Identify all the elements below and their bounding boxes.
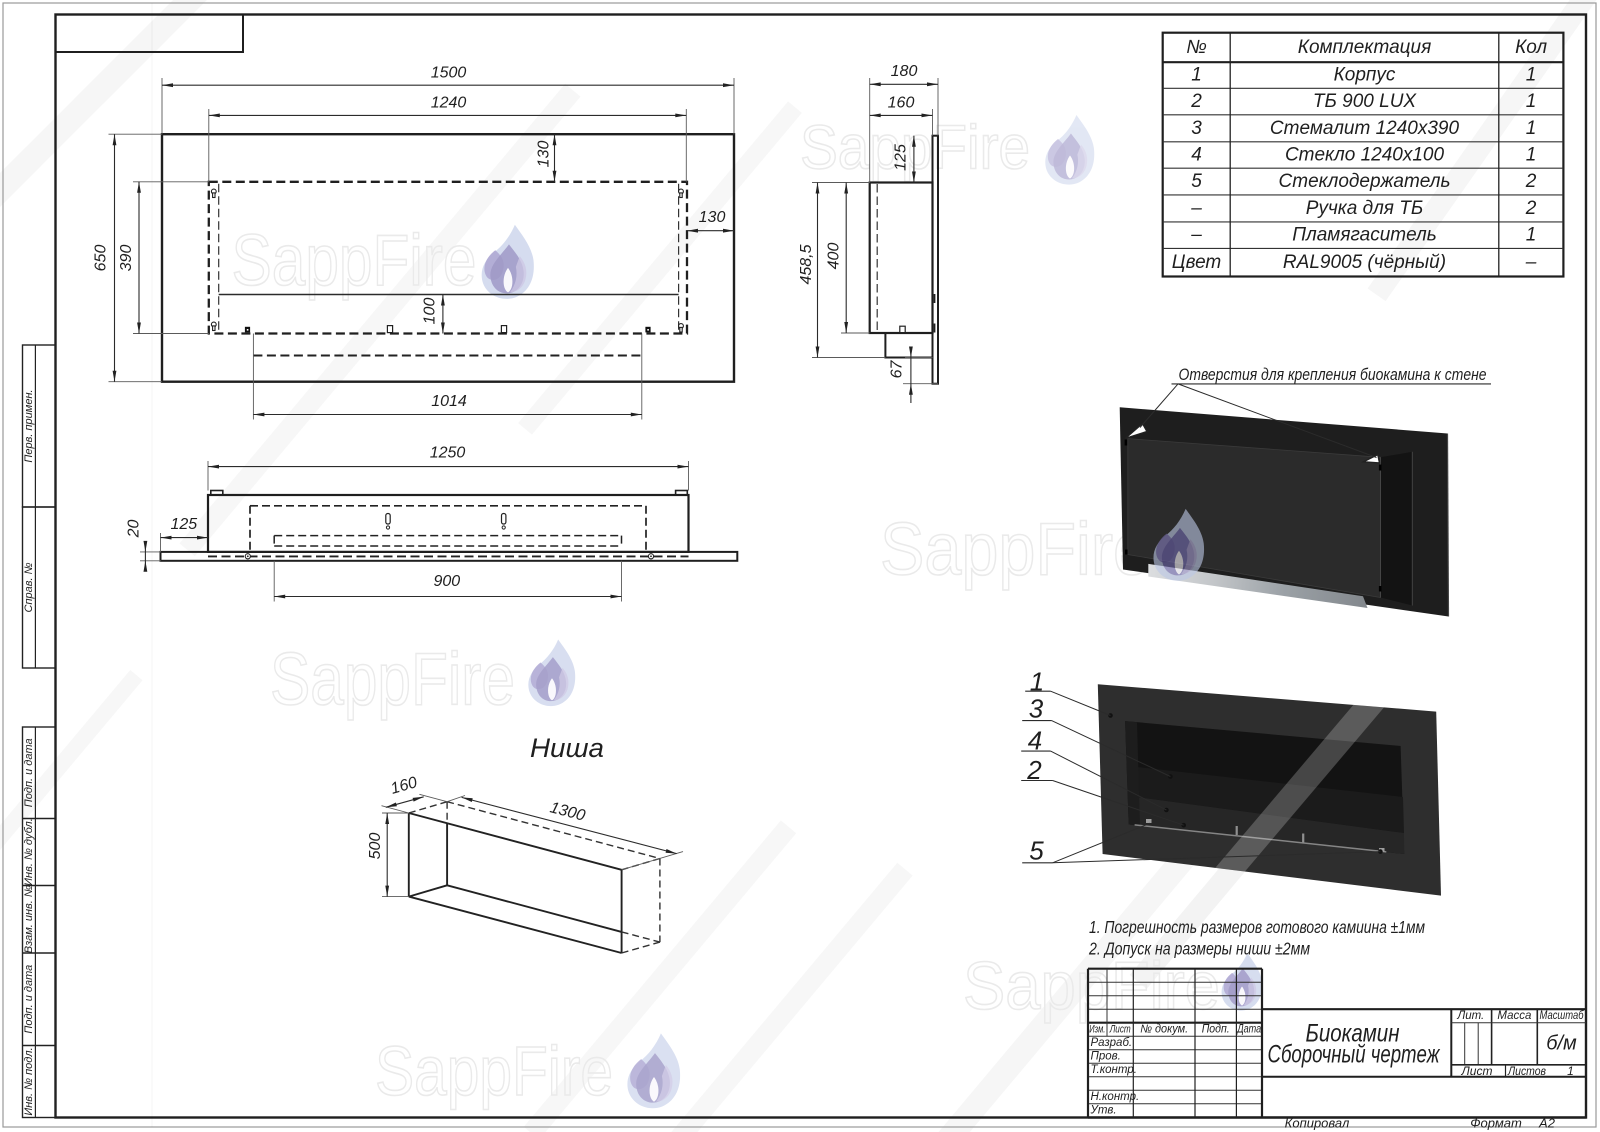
svg-text:Ручка для ТБ: Ручка для ТБ: [1306, 198, 1423, 219]
svg-text:–: –: [1190, 225, 1202, 246]
svg-text:1: 1: [1030, 667, 1044, 697]
svg-text:1: 1: [1526, 118, 1537, 139]
svg-text:Пров.: Пров.: [1091, 1051, 1121, 1063]
svg-text:650: 650: [93, 245, 110, 272]
svg-text:Разраб.: Разраб.: [1091, 1037, 1133, 1049]
svg-text:Изм.: Изм.: [1089, 1024, 1105, 1036]
svg-text:1. Погрешность размеров готово: 1. Погрешность размеров готового камиина…: [1089, 917, 1425, 937]
svg-text:Листов: Листов: [1507, 1064, 1546, 1078]
svg-text:SappFire: SappFire: [375, 1032, 613, 1110]
svg-text:458,5: 458,5: [798, 244, 815, 284]
svg-text:SappFire: SappFire: [963, 948, 1220, 1024]
svg-text:Утв.: Утв.: [1090, 1105, 1117, 1117]
svg-text:Масса: Масса: [1497, 1010, 1531, 1022]
svg-text:Лист: Лист: [1461, 1064, 1493, 1078]
svg-text:Стеклодержатель: Стеклодержатель: [1279, 171, 1451, 192]
svg-text:4: 4: [1028, 726, 1042, 756]
svg-text:1: 1: [1191, 65, 1202, 86]
svg-text:1: 1: [1567, 1064, 1574, 1078]
svg-text:500: 500: [367, 833, 384, 860]
svg-text:Биокамин: Биокамин: [1306, 1020, 1400, 1048]
svg-text:Подп.: Подп.: [1202, 1024, 1230, 1036]
svg-text:160: 160: [389, 774, 419, 798]
svg-text:1: 1: [1526, 91, 1537, 112]
svg-text:Взам. инв. №: Взам. инв. №: [23, 885, 35, 953]
svg-text:160: 160: [888, 95, 915, 112]
svg-text:№: №: [1186, 37, 1207, 58]
svg-text:3: 3: [1191, 118, 1202, 139]
svg-text:180: 180: [891, 63, 918, 80]
svg-text:Дата: Дата: [1236, 1024, 1262, 1036]
svg-text:2: 2: [1525, 171, 1537, 192]
svg-text:Комплектация: Комплектация: [1298, 37, 1431, 58]
svg-text:Цвет: Цвет: [1172, 252, 1222, 273]
svg-text:Копировал: Копировал: [1285, 1116, 1350, 1131]
svg-text:5: 5: [1029, 836, 1044, 866]
svg-text:ТБ 900 LUX: ТБ 900 LUX: [1313, 91, 1418, 112]
svg-text:67: 67: [889, 360, 906, 379]
svg-text:900: 900: [433, 573, 460, 590]
svg-text:400: 400: [826, 243, 843, 270]
svg-text:Лист: Лист: [1109, 1024, 1131, 1036]
svg-text:1: 1: [1526, 65, 1537, 86]
svg-text:Стекло 1240х100: Стекло 1240х100: [1285, 145, 1445, 166]
svg-text:130: 130: [699, 209, 726, 226]
svg-text:1240: 1240: [431, 95, 467, 112]
svg-text:–: –: [1525, 252, 1537, 273]
svg-text:20: 20: [126, 520, 143, 539]
svg-text:Отверстия для крепления биокам: Отверстия для крепления биокамина к стен…: [1179, 365, 1487, 384]
svg-text:Подп. и дата: Подп. и дата: [23, 738, 35, 807]
svg-text:SappFire: SappFire: [232, 221, 477, 301]
svg-text:Инв. № дубл.: Инв. № дубл.: [23, 818, 35, 886]
svg-text:RAL9005 (чёрный): RAL9005 (чёрный): [1283, 252, 1446, 273]
svg-text:Формат: Формат: [1470, 1116, 1522, 1131]
svg-text:Н.контр.: Н.контр.: [1091, 1091, 1140, 1103]
svg-text:1500: 1500: [431, 65, 467, 82]
svg-text:5: 5: [1191, 171, 1202, 192]
svg-text:1: 1: [1526, 145, 1537, 166]
svg-text:№ докум.: № докум.: [1140, 1024, 1188, 1036]
svg-text:Т.контр.: Т.контр.: [1091, 1064, 1137, 1076]
svg-text:Кол: Кол: [1515, 37, 1547, 58]
svg-text:130: 130: [536, 141, 553, 168]
svg-text:Масштаб: Масштаб: [1540, 1010, 1584, 1022]
svg-text:Пламягаситель: Пламягаситель: [1292, 225, 1437, 246]
svg-text:125: 125: [170, 516, 197, 533]
svg-text:1300: 1300: [548, 799, 587, 824]
svg-text:1250: 1250: [430, 445, 466, 462]
svg-text:2. Допуск на размеры ниши ±2мм: 2. Допуск на размеры ниши ±2мм: [1088, 939, 1310, 959]
svg-text:3: 3: [1029, 694, 1044, 724]
svg-text:А2: А2: [1538, 1116, 1556, 1131]
svg-text:125: 125: [893, 144, 910, 171]
svg-text:Перв. примен.: Перв. примен.: [23, 389, 35, 462]
svg-text:SappFire: SappFire: [880, 508, 1150, 591]
svg-text:Ниша: Ниша: [530, 733, 604, 763]
svg-text:100: 100: [422, 298, 439, 325]
svg-text:2: 2: [1525, 198, 1537, 219]
svg-text:SappFire: SappFire: [270, 638, 515, 721]
svg-text:Лит.: Лит.: [1456, 1010, 1484, 1022]
svg-text:Корпус: Корпус: [1334, 65, 1396, 86]
svg-text:2: 2: [1190, 91, 1202, 112]
svg-text:Стемалит 1240х390: Стемалит 1240х390: [1270, 118, 1460, 139]
svg-text:390: 390: [118, 245, 135, 272]
svg-text:2: 2: [1026, 755, 1042, 785]
svg-text:Инв. № подл.: Инв. № подл.: [23, 1047, 35, 1115]
svg-text:Сборочный чертеж: Сборочный чертеж: [1268, 1041, 1441, 1069]
svg-text:б/м: б/м: [1546, 1033, 1577, 1055]
svg-text:1014: 1014: [431, 393, 467, 410]
svg-text:–: –: [1190, 198, 1202, 219]
svg-text:Подп. и дата: Подп. и дата: [23, 965, 35, 1034]
svg-text:4: 4: [1191, 145, 1202, 166]
svg-text:1: 1: [1526, 225, 1537, 246]
svg-text:Справ. №: Справ. №: [23, 562, 35, 612]
